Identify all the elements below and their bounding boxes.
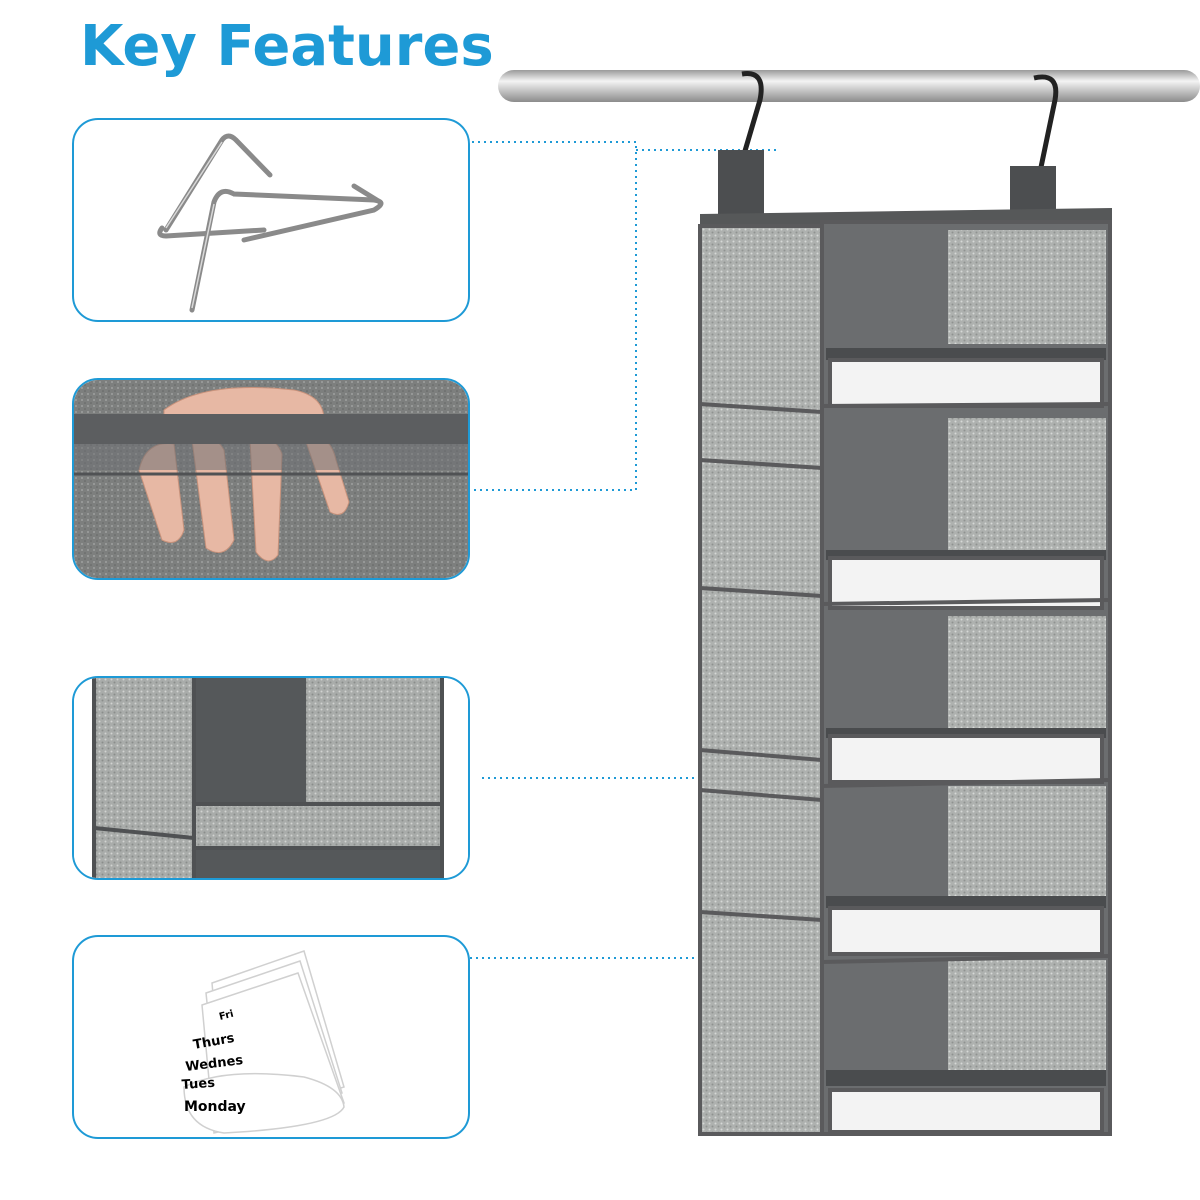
day-label-3: Wednes — [185, 1053, 244, 1075]
day-labels: Fri Thurs Wednes Tues Monday — [181, 1009, 245, 1115]
feature-box-labels: Fri Thurs Wednes Tues Monday — [72, 935, 470, 1139]
feature-box-divider — [72, 676, 470, 880]
hook-right — [1033, 74, 1059, 173]
day-label-2: Thurs — [192, 1031, 236, 1053]
closet-rod — [498, 70, 1200, 102]
shelf-3 — [826, 616, 1106, 784]
feature-box-handle — [72, 378, 470, 580]
shelf-1 — [826, 230, 1106, 408]
strap-left — [718, 150, 764, 218]
shelf-4 — [826, 786, 1106, 956]
day-label-card-icon: Fri Thurs Wednes Tues Monday — [181, 950, 345, 1134]
shelf-divider-icon — [74, 678, 468, 878]
day-label-1: Fri — [218, 1009, 235, 1023]
feature-box-hooks — [72, 118, 470, 322]
hook-left — [734, 71, 764, 179]
shelf-5 — [826, 960, 1106, 1134]
day-label-4: Tues — [181, 1076, 215, 1093]
metal-hook-icon — [157, 133, 384, 313]
mesh-handle-icon — [74, 380, 468, 578]
page-title: Key Features — [80, 14, 494, 79]
organizer-side-panel — [698, 224, 824, 1136]
day-label-5: Monday — [184, 1099, 246, 1115]
